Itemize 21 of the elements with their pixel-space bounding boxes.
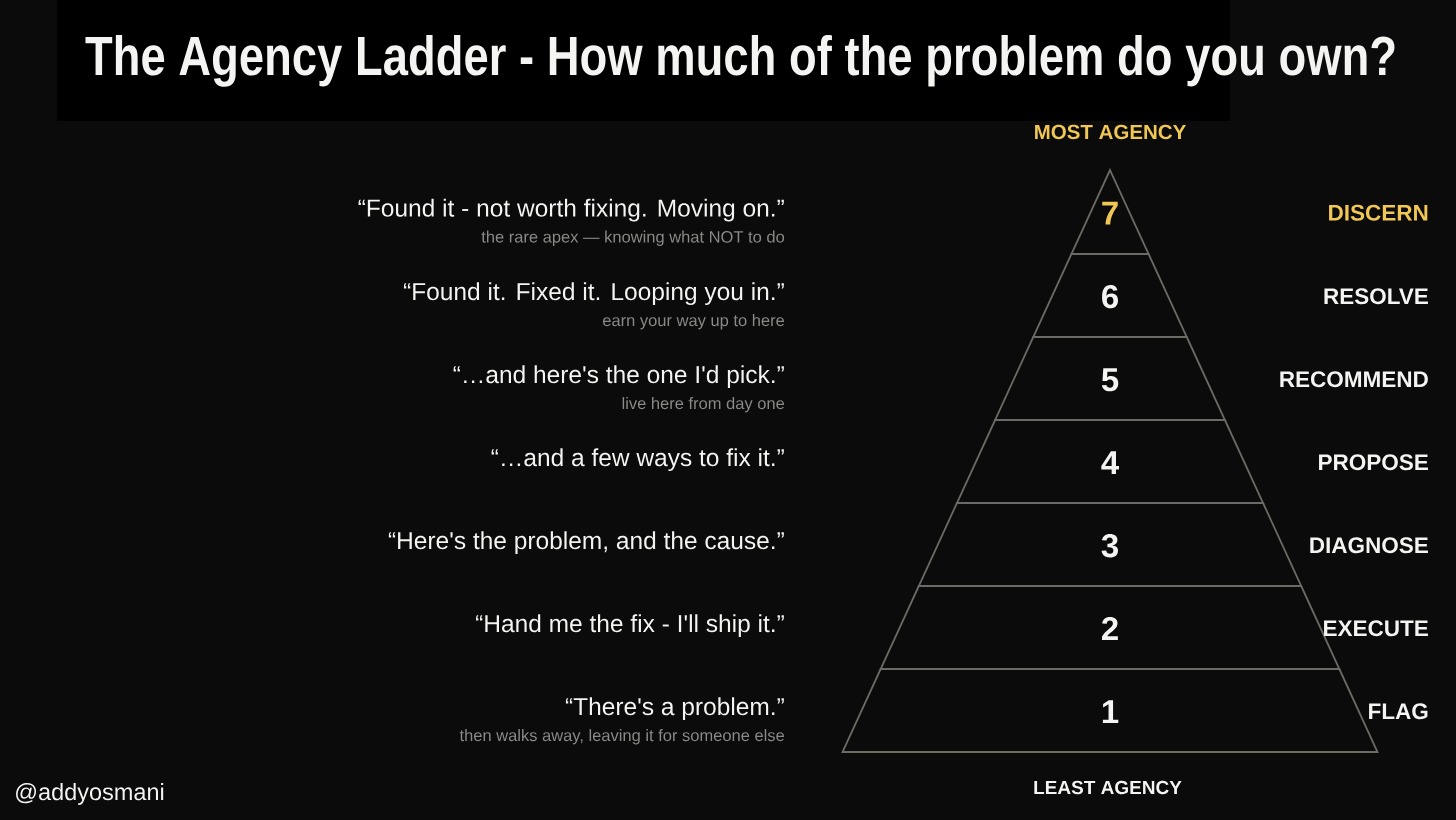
quote-text: “Hand me the fix - I'll ship it.” xyxy=(476,614,784,638)
quote-text: “Found it. Fixed it. Looping you in.” xyxy=(403,282,784,306)
note-text: earn your way up to here xyxy=(603,314,785,330)
quote-text: “Found it - not worth fixing. Moving on.” xyxy=(358,198,784,222)
level-label: DIAGNOSE xyxy=(1310,537,1428,554)
level-label: RESOLVE xyxy=(1324,288,1428,305)
level-label: DISCERN xyxy=(1329,204,1428,221)
quote-text: “…and a few ways to fix it.” xyxy=(491,448,784,472)
scale-label: LEAST AGENCY xyxy=(1034,780,1182,795)
level-label: PROPOSE xyxy=(1319,454,1428,471)
title-banner: The Agency Ladder - How much of the problem do you own? xyxy=(57,0,1395,121)
quote-text: “Here's the problem, and the cause.” xyxy=(388,531,784,555)
scale-label: MOST AGENCY xyxy=(1035,124,1186,140)
quote-text: “There's a problem.” xyxy=(565,697,784,721)
quote-text: “…and here's the one I'd pick.” xyxy=(453,365,784,389)
author-handle: @addyosmani xyxy=(16,783,164,805)
note-text: the rare apex — knowing what NOT to do xyxy=(481,230,785,246)
note-text: live here from day one xyxy=(622,397,785,413)
pyramid-tier: 3 xyxy=(917,502,1303,587)
note-text: then walks away, leaving it for someone else xyxy=(459,729,784,745)
level-label: RECOMMEND xyxy=(1280,371,1428,388)
